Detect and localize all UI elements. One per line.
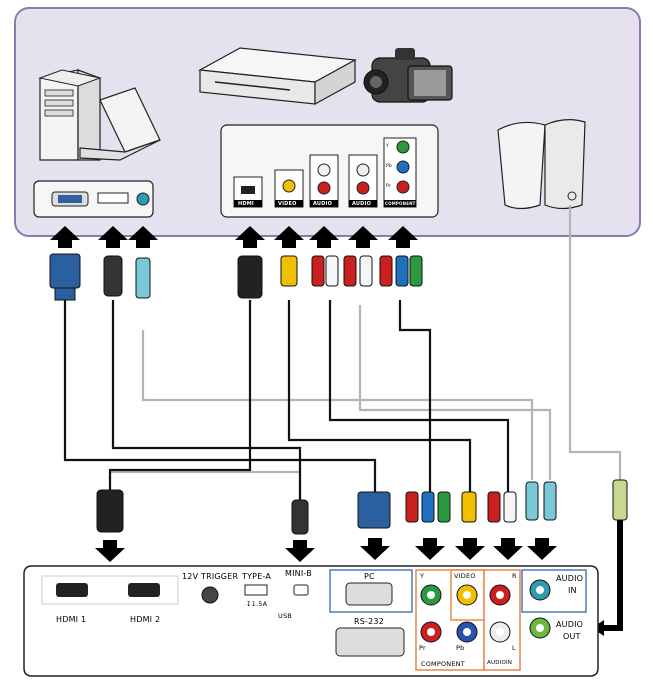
current-label: ↧1.5A bbox=[246, 600, 268, 608]
trigger-label: 12V TRIGGER bbox=[182, 572, 239, 581]
dvd-player-icon bbox=[198, 47, 357, 106]
usb-plug-top bbox=[103, 255, 123, 297]
pr-label: Pr bbox=[419, 644, 426, 652]
audio-out-label-2: OUT bbox=[563, 632, 581, 641]
y-source-label: Y bbox=[386, 144, 389, 149]
av-source-panel bbox=[220, 124, 439, 218]
hdmi-plug-bottom bbox=[96, 489, 124, 533]
pb-label: Pb bbox=[456, 644, 465, 652]
gray-cables bbox=[108, 205, 622, 500]
black-cables bbox=[63, 300, 510, 500]
projector-rear-panel bbox=[23, 565, 599, 677]
speakers-icon bbox=[497, 119, 586, 210]
video-plug-top bbox=[280, 255, 298, 287]
l-label: L bbox=[512, 644, 516, 652]
audio-in-small-label: AUDIOIN bbox=[487, 660, 513, 666]
downward-arrows bbox=[95, 538, 557, 562]
video-label: VIDEO bbox=[454, 572, 476, 580]
video-source-label: VIDEO bbox=[278, 201, 297, 207]
usb-label: USB bbox=[278, 612, 292, 620]
camcorder-icon bbox=[363, 48, 453, 103]
hdmi1-label: HDMI 1 bbox=[56, 615, 87, 624]
mini-b-label: MINI-B bbox=[285, 569, 312, 578]
vga-plug-bottom bbox=[357, 491, 391, 529]
pc-port-strip bbox=[33, 180, 154, 218]
hdmi-plug-top bbox=[237, 255, 263, 299]
pc-tower-icon bbox=[38, 69, 102, 161]
source-plugs bbox=[49, 253, 423, 301]
audio-source-label-1: AUDIO bbox=[313, 201, 333, 207]
laptop-icon bbox=[79, 87, 161, 161]
hdmi2-label: HDMI 2 bbox=[130, 615, 161, 624]
r-label: R bbox=[512, 572, 517, 580]
upward-arrows bbox=[50, 226, 418, 248]
audio-in-label-1: AUDIO bbox=[556, 574, 584, 583]
component-label: COMPONENT bbox=[421, 660, 465, 668]
audio-in-label-2: IN bbox=[568, 586, 577, 595]
pr-source-label: Pr bbox=[386, 184, 391, 189]
pb-source-label: Pb bbox=[386, 164, 392, 169]
audio-out-label-1: AUDIO bbox=[556, 620, 584, 629]
hdmi-source-label: HDMI bbox=[238, 201, 254, 207]
rs232-label: RS-232 bbox=[354, 617, 384, 626]
component-source-label: COMPONENT bbox=[385, 201, 416, 206]
pc-label: PC bbox=[364, 572, 375, 581]
vga-plug-top bbox=[49, 253, 81, 289]
audio-plug-top bbox=[135, 257, 151, 299]
projector-plugs bbox=[96, 479, 628, 535]
type-a-label: TYPE-A bbox=[242, 572, 272, 581]
usb-mini-plug bbox=[291, 499, 309, 535]
y-label: Y bbox=[420, 572, 425, 580]
audio-source-label-2: AUDIO bbox=[352, 201, 372, 207]
